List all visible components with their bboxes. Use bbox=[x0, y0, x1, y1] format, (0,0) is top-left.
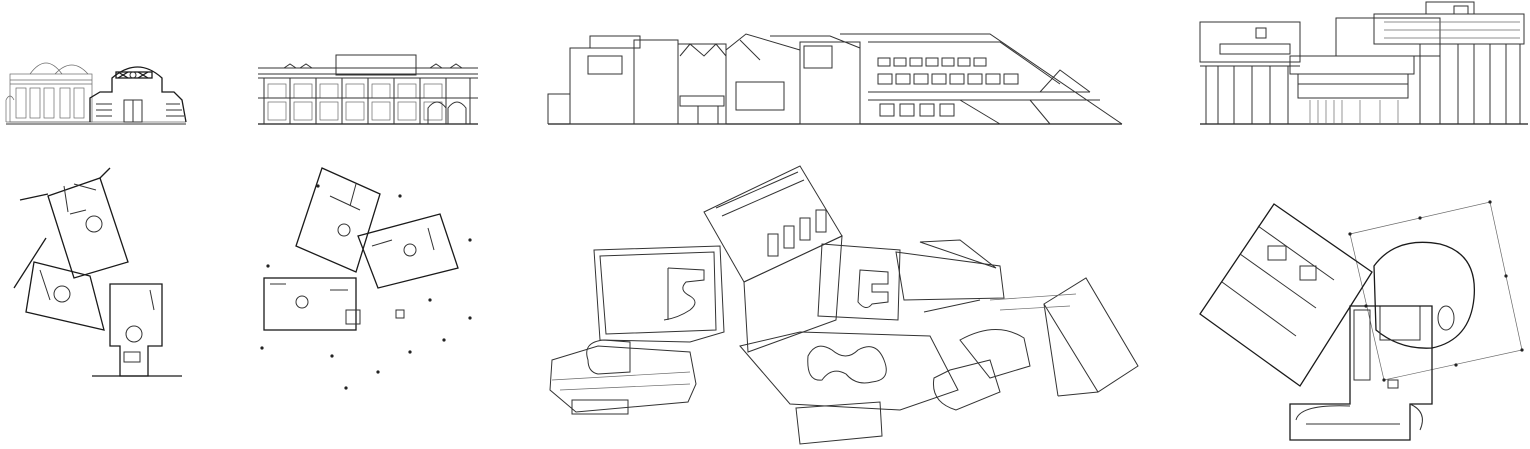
elevation-house-2 bbox=[258, 54, 478, 125]
plan-house-1 bbox=[13, 167, 182, 377]
plan-house-3 bbox=[549, 165, 1139, 445]
elevation-house-3 bbox=[547, 33, 1123, 125]
plan-house-2 bbox=[260, 167, 472, 390]
elevation-house-1 bbox=[5, 62, 187, 125]
elevation-house-4 bbox=[1199, 1, 1528, 125]
plan-house-4 bbox=[1199, 200, 1524, 441]
